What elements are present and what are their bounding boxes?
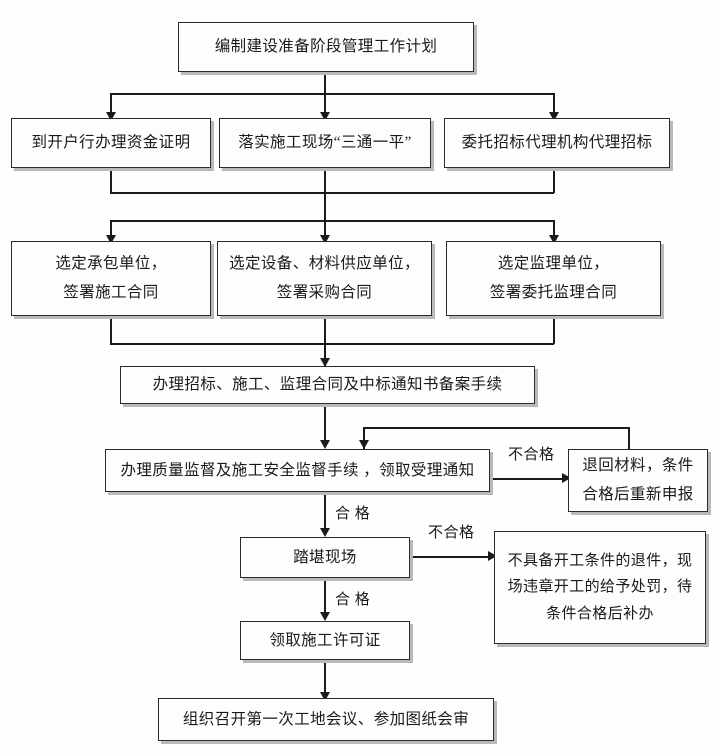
connector-quality-fail: [490, 478, 566, 480]
arrowhead-row3-left: [105, 235, 116, 244]
connector-record-quality: [324, 404, 326, 446]
connector-row3-merge-bar: [110, 343, 554, 345]
node-fund-line1: 到开户行办理资金证明: [31, 134, 191, 152]
node-supplier-line1: 选定设备、材料供应单位，: [229, 254, 420, 272]
connector-row2-merge-bar: [110, 192, 554, 194]
connector-row3-right-drop: [553, 220, 555, 241]
arrowhead-row1-left: [105, 112, 116, 121]
node-record-line1: 办理招标、施工、监理合同及中标通知书备案手续: [152, 376, 503, 394]
edge-label-quality-fail: 不合格: [508, 447, 555, 463]
edge-label-survey-pass: 合 格: [335, 592, 371, 608]
edge-label-survey-fail: 不合格: [428, 525, 475, 541]
arrowhead-row1-center: [319, 112, 330, 121]
node-supervisor-line1: 选定监理单位，: [497, 254, 610, 272]
connector-row1-left-drop: [110, 93, 112, 117]
node-permit[interactable]: 领取施工许可证: [240, 621, 410, 660]
node-survey[interactable]: 踏堪现场: [240, 537, 410, 578]
node-contractor[interactable]: 选定承包单位， 签署施工合同: [11, 241, 211, 316]
node-plan[interactable]: 编制建设准备阶段管理工作计划: [178, 22, 474, 72]
connector-row2-left-up: [110, 168, 112, 193]
connector-row2-right-up: [553, 168, 555, 193]
node-supervisor-line2: 签署委托监理合同: [489, 283, 618, 301]
connector-survey-fail: [410, 556, 492, 558]
node-supervisor[interactable]: 选定监理单位， 签署委托监理合同: [446, 241, 661, 316]
arrowhead-row3-right: [548, 235, 559, 244]
arrowhead-return-material: [562, 473, 571, 483]
arrowhead-permit: [319, 612, 330, 621]
arrowhead-record: [319, 358, 330, 367]
arrowhead-row3-center: [319, 235, 330, 244]
connector-quality-survey: [324, 492, 326, 534]
node-reject-notice-line1: 不具备开工条件的退件，现: [507, 553, 693, 570]
arrowhead-reject-notice: [488, 551, 497, 561]
node-contractor-line1: 选定承包单位，: [55, 254, 167, 272]
node-bid-agent[interactable]: 委托招标代理机构代理招标: [444, 118, 670, 168]
node-survey-line1: 踏堪现场: [293, 548, 357, 566]
node-record[interactable]: 办理招标、施工、监理合同及中标通知书备案手续: [120, 366, 535, 404]
node-contractor-line2: 签署施工合同: [63, 283, 159, 301]
connector-row3-right-down: [553, 316, 555, 344]
node-meeting[interactable]: 组织召开第一次工地会议、参加图纸会审: [158, 698, 494, 741]
node-supplier[interactable]: 选定设备、材料供应单位， 签署采购合同: [217, 241, 432, 316]
node-return-material-line1: 退回材料，条件: [582, 456, 694, 474]
node-reject-notice-line3: 条件合格后补办: [546, 605, 654, 622]
connector-row1-center-drop: [324, 93, 326, 117]
node-meeting-line1: 组织召开第一次工地会议、参加图纸会审: [182, 710, 470, 728]
connector-loop-left: [363, 427, 629, 429]
connector-row3-left-drop: [110, 220, 112, 241]
node-fund[interactable]: 到开户行办理资金证明: [11, 118, 211, 168]
connector-permit-meeting: [324, 660, 326, 698]
node-return-material[interactable]: 退回材料，条件 合格后重新申报: [568, 449, 708, 512]
connector-plan-down: [324, 72, 326, 94]
connector-row3-center-drop: [324, 220, 326, 241]
connector-row1-right-drop: [553, 93, 555, 117]
connector-row3-split-bar: [110, 220, 554, 222]
node-plan-line1: 编制建设准备阶段管理工作计划: [214, 38, 438, 56]
connector-record-in: [324, 316, 326, 366]
node-quality-line1: 办理质量监督及施工安全监督手续 ，领取受理通知: [120, 461, 475, 479]
arrowhead-survey: [319, 528, 330, 537]
node-reject-notice[interactable]: 不具备开工条件的退件，现 场违章开工的给予处罚，待 条件合格后补办: [494, 531, 706, 644]
arrowhead-quality-loop: [358, 440, 369, 449]
node-bid-agent-line1: 委托招标代理机构代理招标: [461, 134, 653, 152]
node-permit-line1: 领取施工许可证: [269, 631, 381, 649]
connector-row3-left-down: [110, 316, 112, 344]
node-site-line1: 落实施工现场“三通一平”: [238, 134, 412, 152]
connector-row2-center-up: [324, 168, 326, 220]
connector-loop-down: [363, 427, 365, 450]
node-site[interactable]: 落实施工现场“三通一平”: [219, 118, 431, 168]
connector-survey-permit: [324, 578, 326, 618]
node-quality[interactable]: 办理质量监督及施工安全监督手续 ，领取受理通知: [105, 449, 490, 492]
node-reject-notice-line2: 场违章开工的给予处罚，待: [507, 579, 693, 596]
arrowhead-meeting: [319, 692, 330, 701]
node-return-material-line2: 合格后重新申报: [582, 485, 694, 503]
arrowhead-row1-right: [548, 112, 559, 121]
edge-label-quality-pass: 合 格: [335, 506, 371, 522]
arrowhead-quality-center: [319, 440, 330, 449]
connector-loop-up: [628, 427, 630, 450]
connector-row1-split-bar: [110, 93, 554, 95]
node-supplier-line2: 签署采购合同: [276, 283, 373, 301]
